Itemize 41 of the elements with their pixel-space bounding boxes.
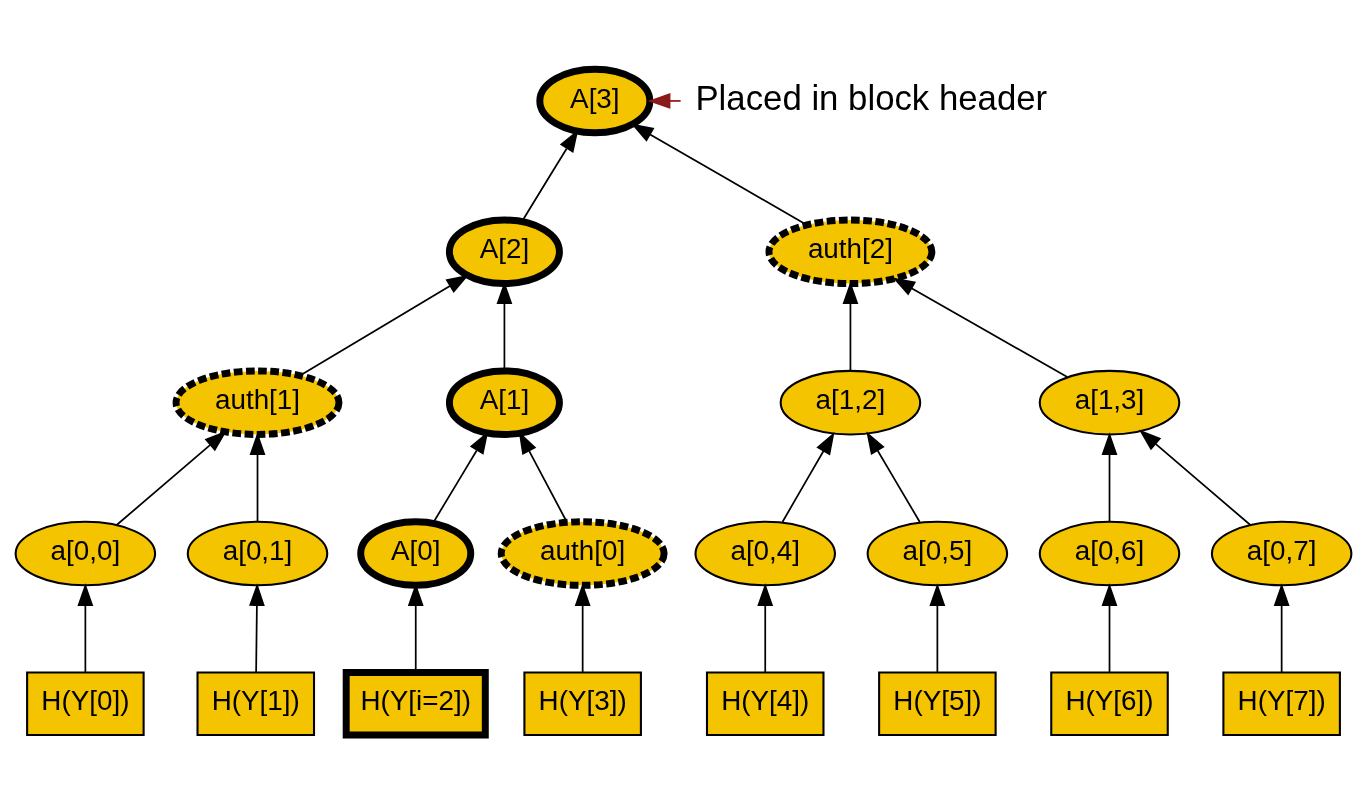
node-box: H(Y[1]) bbox=[196, 671, 316, 737]
arrow bbox=[842, 281, 859, 372]
node-ellipse: a[0,0] bbox=[14, 520, 157, 587]
node-box: H(Y[3]) bbox=[523, 671, 642, 737]
node-ellipse: auth[1] bbox=[172, 367, 343, 438]
node-ellipse: a[0,7] bbox=[1210, 520, 1353, 587]
arrow bbox=[647, 93, 682, 109]
arrow bbox=[892, 277, 1069, 378]
arrow bbox=[249, 432, 266, 523]
arrow bbox=[1101, 583, 1118, 674]
arrow bbox=[77, 583, 94, 674]
arrow bbox=[116, 430, 227, 526]
node-ellipse: a[0,4] bbox=[694, 520, 836, 587]
arrow bbox=[757, 583, 774, 674]
node-ellipse: a[1,3] bbox=[1038, 369, 1181, 436]
arrow bbox=[781, 431, 835, 523]
node-ellipse: A[1] bbox=[445, 367, 563, 438]
node-box: H(Y[0]) bbox=[26, 671, 145, 737]
node-box: H(Y[6]) bbox=[1050, 671, 1169, 737]
node-ellipse: A[0] bbox=[357, 518, 475, 589]
arrow bbox=[929, 583, 946, 674]
arrow bbox=[574, 583, 591, 674]
node-ellipse: auth[2] bbox=[765, 216, 936, 288]
arrow bbox=[299, 274, 469, 377]
node-ellipse: a[1,2] bbox=[779, 369, 922, 436]
arrow bbox=[1138, 429, 1251, 526]
node-ellipse: A[3] bbox=[536, 65, 654, 137]
node-box: H(Y[7]) bbox=[1222, 671, 1341, 737]
node-ellipse: auth[0] bbox=[497, 518, 668, 589]
node-box: H(Y[4]) bbox=[705, 671, 825, 737]
node-ellipse: A[2] bbox=[445, 216, 563, 288]
node-text: Placed in block header bbox=[695, 78, 1048, 117]
arrow bbox=[1101, 432, 1118, 523]
arrow bbox=[866, 431, 921, 523]
node-ellipse: a[0,6] bbox=[1038, 520, 1181, 587]
node-ellipse: a[0,1] bbox=[186, 520, 329, 587]
node-box: H(Y[5]) bbox=[878, 671, 997, 737]
arrow bbox=[249, 583, 265, 674]
node-ellipse: a[0,5] bbox=[866, 520, 1009, 587]
arrow bbox=[1273, 583, 1290, 674]
node-box: H(Y[i=2]) bbox=[342, 668, 489, 739]
